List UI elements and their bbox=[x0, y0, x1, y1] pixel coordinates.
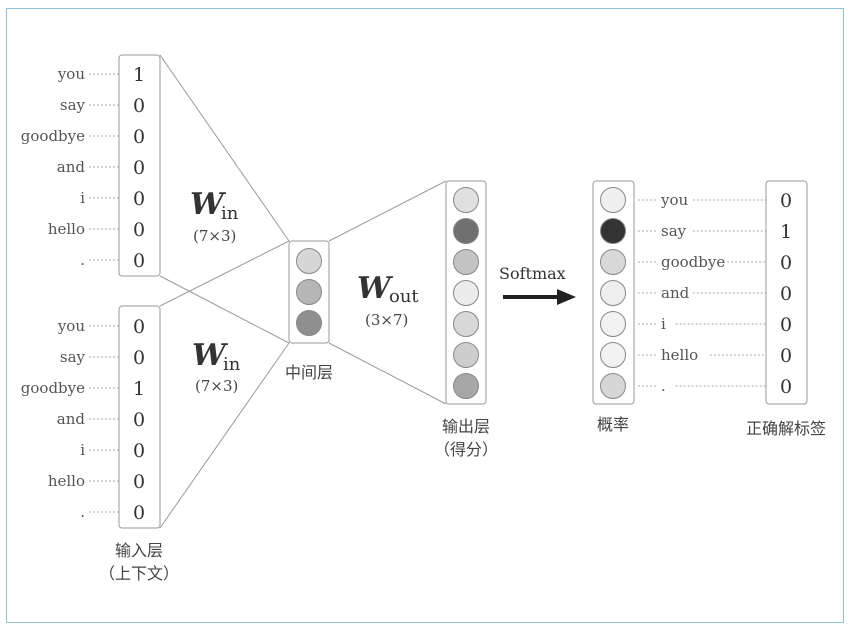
input-1-value-4: 0 bbox=[133, 188, 145, 210]
softmax-arrow bbox=[503, 289, 576, 305]
input-2-value-5: 0 bbox=[133, 471, 145, 493]
input-1-word-0: you bbox=[57, 65, 86, 83]
output-neuron-5 bbox=[453, 342, 479, 368]
input-2-word-5: hello bbox=[48, 472, 85, 490]
win1-bottom-line bbox=[159, 275, 290, 344]
input-1-rows: you 1 say 0 goodbye 0 and 0 i 0 hello 0. 0 bbox=[21, 64, 145, 272]
input-2-value-2: 1 bbox=[133, 378, 145, 400]
output-neuron-2 bbox=[453, 249, 479, 275]
target-word-0: you bbox=[660, 191, 689, 209]
input-layer-sublabel: （上下文） bbox=[99, 564, 179, 583]
output-neuron-3 bbox=[453, 280, 479, 306]
input-2-value-6: 0 bbox=[133, 502, 145, 524]
input-2-value-1: 0 bbox=[133, 347, 145, 369]
output-layer-label: 输出层 bbox=[442, 417, 490, 436]
w-out-dims: (3×7) bbox=[365, 311, 408, 329]
target-word-5: hello bbox=[661, 346, 698, 364]
target-word-2: goodbye bbox=[661, 253, 725, 271]
probability-neuron-0 bbox=[600, 187, 626, 213]
input-1-word-4: i bbox=[80, 189, 85, 207]
input-2-word-0: you bbox=[57, 317, 86, 335]
output-neuron-4 bbox=[453, 311, 479, 337]
win1-top-line bbox=[159, 54, 290, 242]
w-in-2-dims: (7×3) bbox=[195, 377, 238, 395]
input-2-word-6: . bbox=[80, 503, 85, 521]
probability-neuron-5 bbox=[600, 342, 626, 368]
w-in-1-subscript: in bbox=[221, 203, 239, 224]
target-values: 0 1 0 0 0 0 0 bbox=[780, 190, 792, 398]
probability-label: 概率 bbox=[597, 415, 629, 434]
input-2-word-4: i bbox=[80, 441, 85, 459]
input-1-value-0: 1 bbox=[133, 64, 145, 86]
input-2-value-3: 0 bbox=[133, 409, 145, 431]
target-value-2: 0 bbox=[780, 252, 792, 274]
target-word-3: and bbox=[661, 284, 690, 302]
target-value-4: 0 bbox=[780, 314, 792, 336]
probability-neuron-2 bbox=[600, 249, 626, 275]
w-in-2-subscript: in bbox=[223, 354, 241, 375]
w-in-1-dims: (7×3) bbox=[193, 227, 236, 245]
output-layer-sublabel: （得分） bbox=[434, 440, 498, 459]
target-value-5: 0 bbox=[780, 345, 792, 367]
target-word-1: say bbox=[661, 222, 687, 240]
probability-neuron-4 bbox=[600, 311, 626, 337]
probability-neuron-1 bbox=[600, 218, 626, 244]
target-vocab-labels: you say goodbye and i hello. bbox=[638, 191, 766, 395]
hidden-neuron-2 bbox=[296, 310, 322, 336]
input-2-word-1: say bbox=[60, 348, 86, 366]
output-neurons bbox=[453, 187, 479, 399]
hidden-layer-label: 中间层 bbox=[285, 363, 333, 382]
target-value-1: 1 bbox=[780, 221, 792, 243]
target-word-4: i bbox=[661, 315, 666, 333]
input-1-word-6: . bbox=[80, 251, 85, 269]
input-2-value-0: 0 bbox=[133, 316, 145, 338]
target-value-0: 0 bbox=[780, 190, 792, 212]
hidden-neuron-1 bbox=[296, 279, 322, 305]
input-1-value-5: 0 bbox=[133, 219, 145, 241]
hidden-neuron-0 bbox=[296, 248, 322, 274]
target-value-3: 0 bbox=[780, 283, 792, 305]
input-vector-2 bbox=[118, 305, 161, 529]
target-label: 正确解标签 bbox=[746, 419, 826, 438]
input-1-value-3: 0 bbox=[133, 157, 145, 179]
input-2-value-4: 0 bbox=[133, 440, 145, 462]
input-2-word-3: and bbox=[57, 410, 86, 428]
wout-bottom-line bbox=[328, 342, 447, 405]
win2-bottom-line bbox=[159, 342, 290, 529]
input-1-value-6: 0 bbox=[133, 250, 145, 272]
output-neuron-0 bbox=[453, 187, 479, 213]
win2-top-line bbox=[159, 240, 290, 307]
target-box bbox=[765, 180, 808, 405]
input-1-word-2: goodbye bbox=[21, 127, 85, 145]
wout-top-line bbox=[328, 180, 447, 242]
input-1-word-5: hello bbox=[48, 220, 85, 238]
w-in-2-letter: W bbox=[192, 338, 229, 373]
input-1-word-1: say bbox=[60, 96, 86, 114]
input-2-word-2: goodbye bbox=[21, 379, 85, 397]
input-2-rows: you 0 say 0 goodbye 1 and 0 i 0 hello 0. 0 bbox=[21, 316, 145, 524]
target-word-6: . bbox=[661, 377, 666, 395]
input-1-word-3: and bbox=[57, 158, 86, 176]
probability-neuron-6 bbox=[600, 373, 626, 399]
w-out-letter: W bbox=[357, 271, 394, 306]
input-layer-label: 输入层 bbox=[115, 541, 163, 560]
target-value-6: 0 bbox=[780, 376, 792, 398]
input-1-value-1: 0 bbox=[133, 95, 145, 117]
input-vector-1 bbox=[118, 54, 161, 277]
input-1-value-2: 0 bbox=[133, 126, 145, 148]
probability-neuron-3 bbox=[600, 280, 626, 306]
output-neuron-6 bbox=[453, 373, 479, 399]
weight-connections bbox=[159, 54, 447, 529]
output-neuron-1 bbox=[453, 218, 479, 244]
probability-neurons bbox=[600, 187, 626, 399]
diagram-frame bbox=[6, 8, 844, 623]
hidden-neurons bbox=[296, 248, 322, 336]
softmax-label: Softmax bbox=[499, 264, 566, 283]
w-in-1-letter: W bbox=[190, 187, 227, 222]
w-out-subscript: out bbox=[389, 286, 419, 307]
